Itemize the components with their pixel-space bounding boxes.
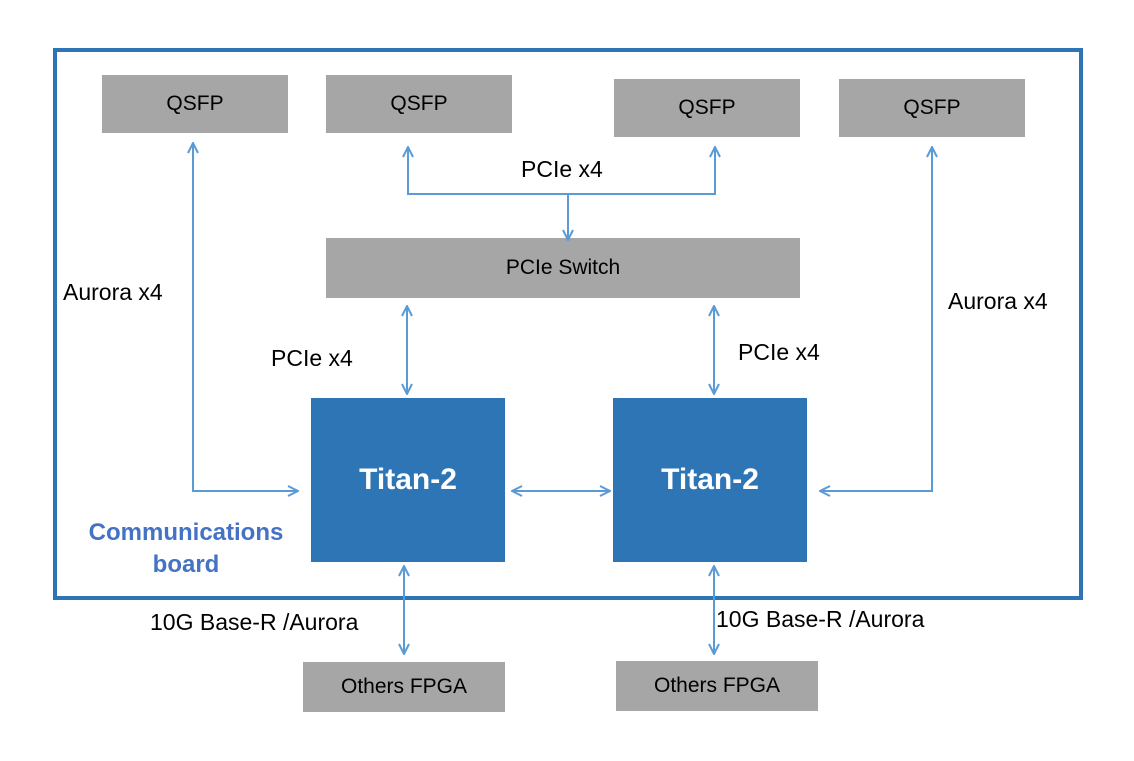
- qsfp-1-label: QSFP: [166, 92, 224, 115]
- label-pcie-left: PCIe x4: [271, 345, 353, 371]
- others-fpga-right-label: Others FPGA: [653, 674, 781, 697]
- titan-2-left: Titan-2: [311, 398, 505, 562]
- board-label-line2: board: [152, 551, 220, 578]
- pcie-switch: PCIe Switch: [326, 238, 800, 298]
- board-label-line1: Communications: [88, 519, 284, 546]
- titan-2-right: Titan-2: [613, 398, 807, 562]
- label-pcie-top: PCIe x4: [521, 156, 603, 182]
- pcie-switch-label: PCIe Switch: [505, 256, 621, 279]
- qsfp-4: QSFP: [839, 79, 1025, 137]
- qsfp-1: QSFP: [102, 75, 288, 133]
- communications-board-frame: [53, 48, 1083, 600]
- qsfp-2: QSFP: [326, 75, 512, 133]
- qsfp-3: QSFP: [614, 79, 800, 137]
- label-aurora-right: Aurora x4: [948, 288, 1048, 314]
- others-fpga-right: Others FPGA: [616, 661, 818, 711]
- link-pcie-top-bus: [408, 147, 715, 195]
- label-ext-right: 10G Base-R /Aurora: [716, 606, 925, 632]
- label-aurora-left: Aurora x4: [63, 279, 163, 305]
- qsfp-4-label: QSFP: [903, 96, 961, 119]
- others-fpga-left-label: Others FPGA: [340, 675, 468, 698]
- qsfp-3-label: QSFP: [678, 96, 736, 119]
- titan-2-right-label: Titan-2: [661, 463, 759, 496]
- titan-2-left-label: Titan-2: [359, 463, 457, 496]
- label-ext-left: 10G Base-R /Aurora: [150, 609, 359, 635]
- others-fpga-left: Others FPGA: [303, 662, 505, 712]
- communications-board-label: Communications board: [66, 517, 306, 581]
- link-aurora-left: [193, 143, 298, 491]
- label-pcie-right: PCIe x4: [738, 339, 820, 365]
- qsfp-2-label: QSFP: [390, 92, 448, 115]
- link-aurora-right: [820, 147, 932, 491]
